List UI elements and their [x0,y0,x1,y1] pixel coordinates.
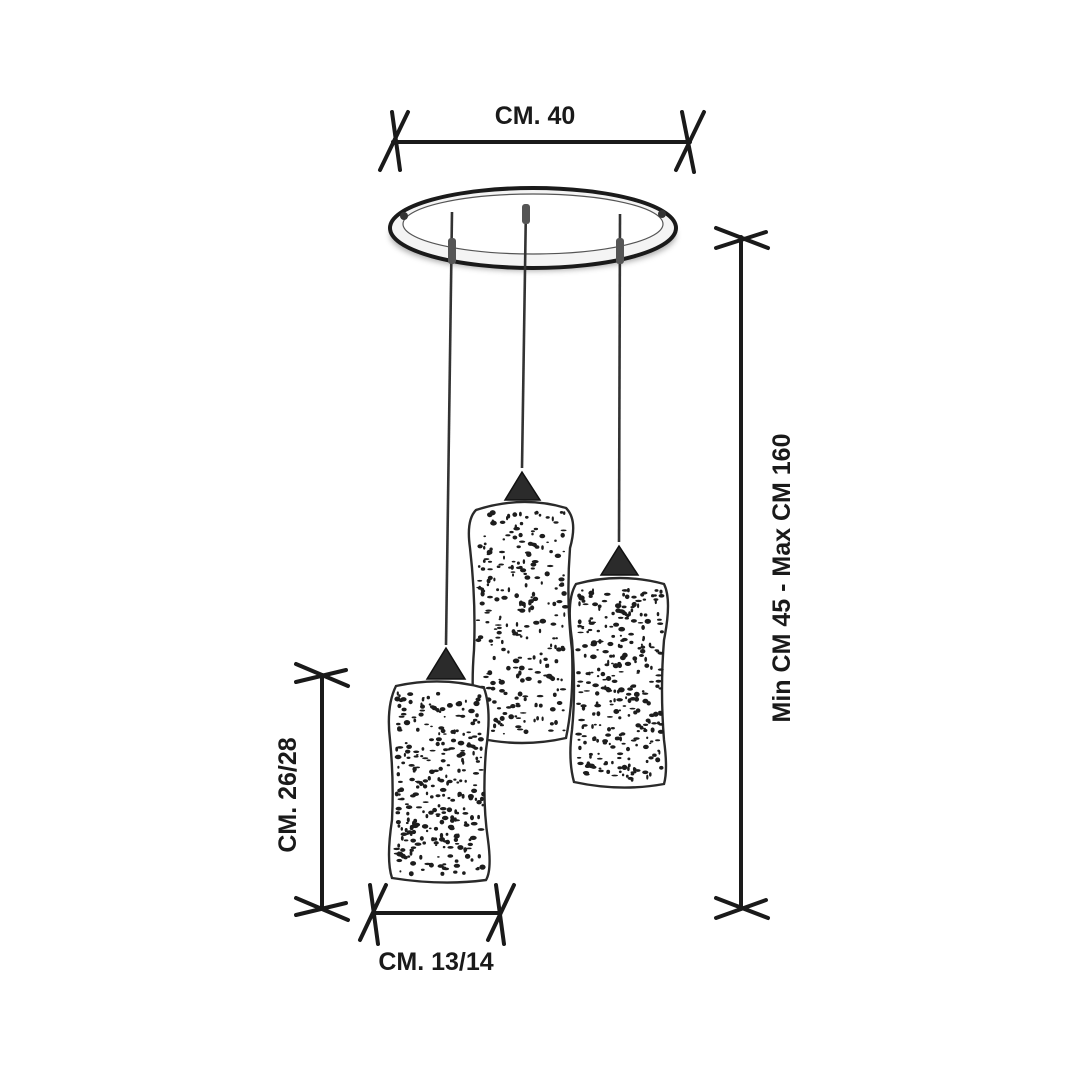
glass-spots [475,510,569,735]
dimension-tick [674,110,706,172]
dimension-tick [714,230,768,250]
canopy-width-label: CM. 40 [495,102,576,130]
pendant-shade-left [387,646,491,884]
lamp-cap-icon [425,646,467,680]
shade-height-label: CM. 26/28 [274,737,302,852]
pendant-shade-middle [467,470,575,745]
lamp-cap-icon [599,544,640,576]
screw-icon [400,212,408,220]
total-height-label: Min CM 45 - Max CM 160 [768,434,796,723]
screw-icon [658,210,666,218]
total-height-dimension: Min CM 45 - Max CM 160 [714,226,796,920]
lamp-cap-icon [503,470,542,501]
dimension-tick [390,110,402,172]
glass-spots [393,691,486,877]
ceiling-canopy [388,186,678,271]
dimension-tick [714,898,768,920]
shade-height-dimension: CM. 26/28 [274,662,350,922]
dimension-tick [494,883,506,946]
dimension-tick [680,110,696,174]
suspension-wires [444,203,624,646]
glass-spots [575,588,665,782]
pendant-shade-right [568,544,670,789]
canopy-width-dimension: CM. 40 [378,102,706,174]
dimension-tick [294,668,348,684]
shade-width-label: CM. 13/14 [378,948,493,976]
shade-width-dimension: CM. 13/14 [358,883,516,976]
dimension-tick [368,883,380,946]
dimension-tick [294,901,348,917]
